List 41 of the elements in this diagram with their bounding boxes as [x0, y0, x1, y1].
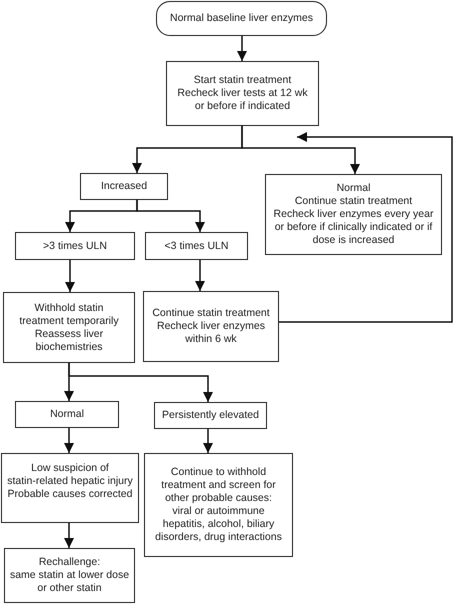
arrow: [64, 523, 74, 548]
box-text: Increased: [100, 180, 148, 193]
start-terminal: [156, 1, 327, 36]
arrow: [64, 428, 74, 453]
arrow: [195, 260, 205, 291]
process-box: [154, 402, 267, 429]
process-box: [4, 548, 135, 603]
box-text: Rechallenge:: [38, 556, 100, 569]
arrow: [65, 260, 75, 292]
box-text: >3 times ULN: [43, 240, 107, 252]
box-text: Continue statin treatment: [152, 307, 270, 320]
box-text: Continue statin treatment: [294, 195, 412, 208]
arrow: [68, 363, 213, 402]
box-text: same statin at lower dose or other statin: [9, 569, 130, 595]
arrow: [241, 126, 360, 174]
box-text: Normal baseline liver enzymes: [170, 12, 313, 25]
process-box: [265, 174, 442, 255]
box-text: Recheck liver enzymes within 6 wk: [156, 320, 266, 346]
process-box: [145, 232, 248, 260]
box-text: Recheck liver enzymes every year or before if clinically indicated or if dose is increased: [272, 208, 434, 247]
box-text: <3 times ULN: [164, 240, 228, 252]
process-box: [15, 232, 135, 260]
process-box: [166, 61, 319, 126]
process-box: [143, 291, 279, 362]
box-text: Start statin treatment: [194, 74, 292, 87]
arrow: [136, 200, 205, 232]
box-text: Reassess liver biochemistries: [34, 328, 104, 354]
box-text: Normal: [50, 408, 84, 421]
box-text: Probable causes corrected: [8, 488, 132, 501]
box-text: Recheck liver tests at 12 wk or before if indicated: [176, 87, 309, 113]
box-text: Continue to withhold treatment and screen for other probable causes: viral or autoimmune hepatitis, alcohol, biliary disorders, drug interactions: [154, 466, 283, 544]
process-box: [144, 453, 293, 557]
arrow: [237, 36, 247, 61]
process-box: [3, 292, 135, 363]
feedback-arrow: [279, 132, 453, 323]
arrow: [203, 429, 213, 453]
process-box: [1, 453, 139, 523]
box-text: Persistently elevated: [162, 409, 259, 422]
process-box: [80, 173, 168, 200]
process-box: [15, 401, 119, 428]
box-text: Normal: [336, 182, 370, 195]
